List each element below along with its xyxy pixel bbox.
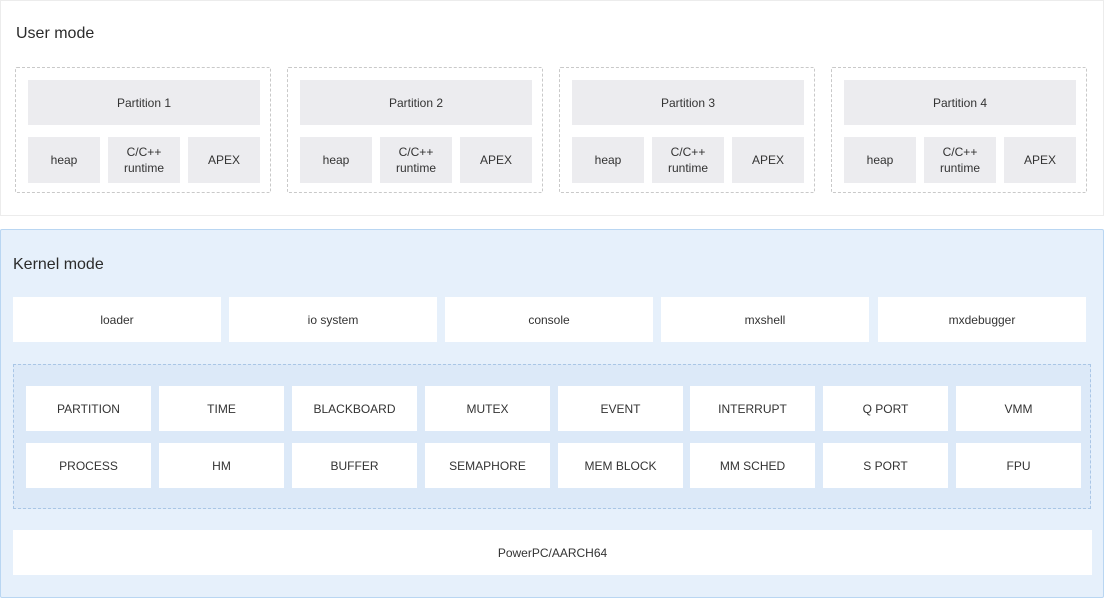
partition-4: Partition 4 heap C/C++runtime APEX xyxy=(831,67,1087,193)
component-buffer: BUFFER xyxy=(292,443,417,488)
service-mxdebugger: mxdebugger xyxy=(878,297,1086,342)
component-vmm: VMM xyxy=(956,386,1081,431)
runtime-label: C/C++runtime xyxy=(395,145,436,175)
component-partition: PARTITION xyxy=(26,386,151,431)
service-loader: loader xyxy=(13,297,221,342)
heap-block: heap xyxy=(300,137,372,183)
heap-block: heap xyxy=(844,137,916,183)
apex-block: APEX xyxy=(1004,137,1076,183)
runtime-label: C/C++runtime xyxy=(939,145,980,175)
user-mode-panel: User mode Partition 1 heap C/C++runtime … xyxy=(0,0,1104,216)
component-mm-sched: MM SCHED xyxy=(690,443,815,488)
apex-block: APEX xyxy=(188,137,260,183)
component-fpu: FPU xyxy=(956,443,1081,488)
partition-3: Partition 3 heap C/C++runtime APEX xyxy=(559,67,815,193)
component-hm: HM xyxy=(159,443,284,488)
runtime-block: C/C++runtime xyxy=(380,137,452,183)
kernel-mode-title: Kernel mode xyxy=(13,256,104,273)
apex-block: APEX xyxy=(460,137,532,183)
heap-block: heap xyxy=(28,137,100,183)
runtime-block: C/C++runtime xyxy=(924,137,996,183)
partition-label: Partition 3 xyxy=(572,80,804,125)
partition-label: Partition 4 xyxy=(844,80,1076,125)
component-q-port: Q PORT xyxy=(823,386,948,431)
user-mode-title: User mode xyxy=(16,25,95,42)
component-s-port: S PORT xyxy=(823,443,948,488)
service-console: console xyxy=(445,297,653,342)
component-time: TIME xyxy=(159,386,284,431)
runtime-label: C/C++runtime xyxy=(667,145,708,175)
component-mutex: MUTEX xyxy=(425,386,550,431)
partition-1: Partition 1 heap C/C++runtime APEX xyxy=(15,67,271,193)
component-semaphore: SEMAPHORE xyxy=(425,443,550,488)
partition-label: Partition 2 xyxy=(300,80,532,125)
runtime-label: C/C++runtime xyxy=(123,145,164,175)
apex-block: APEX xyxy=(732,137,804,183)
service-io-system: io system xyxy=(229,297,437,342)
kernel-mode-panel: Kernel mode loader io system console mxs… xyxy=(0,229,1104,598)
runtime-block: C/C++runtime xyxy=(108,137,180,183)
component-mem-block: MEM BLOCK xyxy=(558,443,683,488)
partition-label: Partition 1 xyxy=(28,80,260,125)
heap-block: heap xyxy=(572,137,644,183)
runtime-block: C/C++runtime xyxy=(652,137,724,183)
partition-2: Partition 2 heap C/C++runtime APEX xyxy=(287,67,543,193)
component-blackboard: BLACKBOARD xyxy=(292,386,417,431)
component-interrupt: INTERRUPT xyxy=(690,386,815,431)
component-process: PROCESS xyxy=(26,443,151,488)
service-mxshell: mxshell xyxy=(661,297,869,342)
platform-layer: PowerPC/AARCH64 xyxy=(13,530,1092,575)
component-event: EVENT xyxy=(558,386,683,431)
kernel-components-group: PARTITION TIME BLACKBOARD MUTEX EVENT IN… xyxy=(13,364,1091,509)
